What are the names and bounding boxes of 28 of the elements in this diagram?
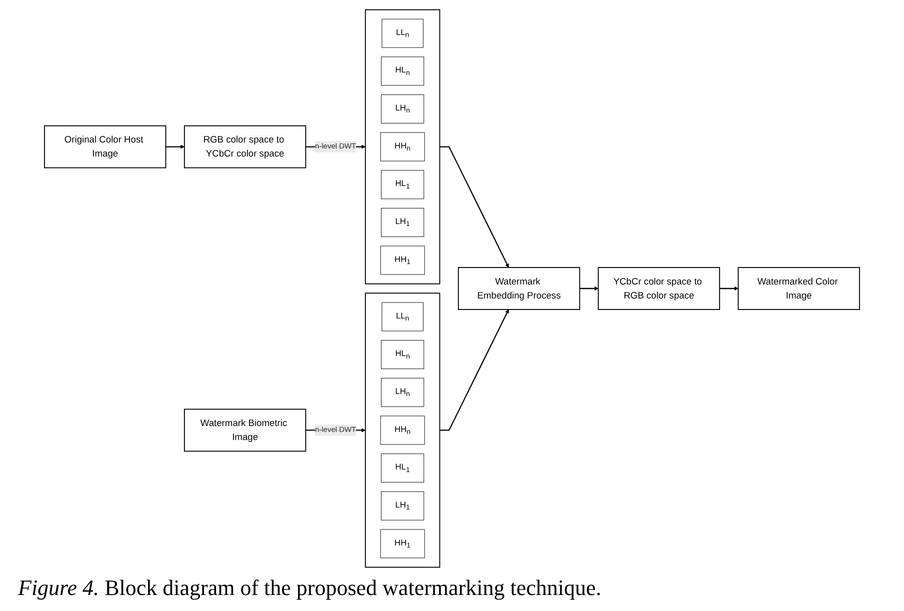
node-box: RGB color space to YCbCr color space: [184, 125, 306, 168]
node-box: LH$_{1}$: [381, 208, 424, 237]
node-box: LH$_{1}$: [381, 491, 424, 520]
node-box: Watermarked Color Image: [738, 267, 860, 310]
node-box: LH$_{n}$: [381, 94, 424, 124]
cluster: [364, 9, 440, 284]
arrow: [440, 146, 509, 268]
node-box: HH$_{n}$: [380, 132, 425, 162]
arrow: [440, 309, 509, 431]
node-box: HH$_{n}$: [380, 416, 425, 445]
node-box: YCbCr color space to RGB color space: [598, 267, 720, 310]
node-box: HL$_{n}$: [381, 340, 424, 370]
figure-caption: Figure 4. Block diagram of the proposed watermarking technique.: [17, 574, 602, 602]
node-box: LL$_{n}$: [382, 302, 424, 332]
node-box: Original Color Host Image: [44, 125, 166, 168]
cluster: [364, 292, 440, 568]
arrow: [580, 286, 598, 291]
node-box: HH$_{1}$: [380, 529, 425, 558]
node-box: HL$_{n}$: [381, 56, 424, 86]
arrow: [166, 144, 185, 149]
node-box: HL$_{1}$: [381, 170, 424, 200]
node-box: Watermark Embedding Process: [458, 267, 580, 310]
node-box: Watermark Biometric Image: [184, 408, 306, 452]
node-box: HH$_{1}$: [380, 246, 425, 275]
node-box: LL$_{n}$: [382, 18, 424, 48]
node-box: HL$_{1}$: [381, 454, 424, 483]
node-box: LH$_{n}$: [381, 378, 424, 407]
arrow: [720, 286, 738, 291]
